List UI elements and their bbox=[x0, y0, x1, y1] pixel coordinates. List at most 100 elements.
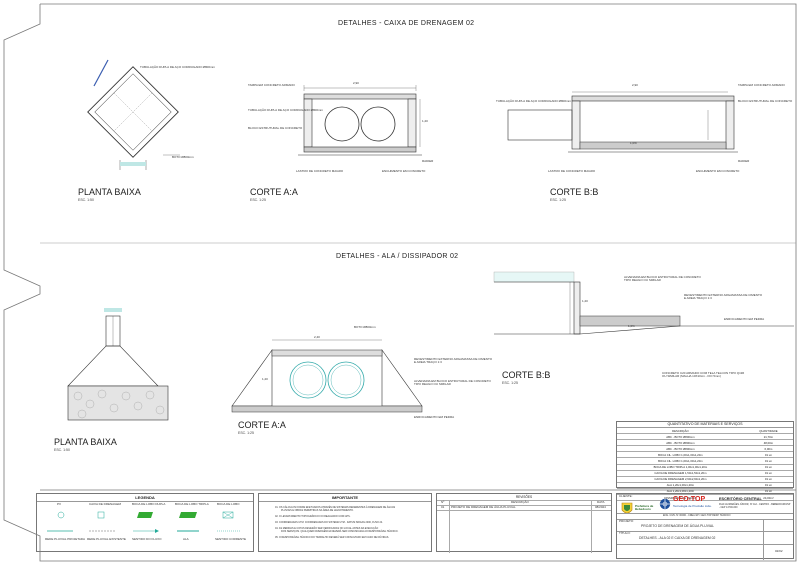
legend-label-rede-projetada: REDE PLUVIAL PROJETADA bbox=[45, 537, 86, 541]
quantity-desc: ALA 1,20x1,00x1,20m bbox=[617, 482, 744, 489]
quantities-title: QUANTITATIVO DE MATERIAIS E SERVIÇOS bbox=[617, 422, 793, 428]
corte-aa-bottom-label: CORTE A:A bbox=[238, 420, 286, 430]
corte-bb-bottom-slope: 1,0% bbox=[628, 324, 635, 328]
prefeitura-name: Prefeitura de Bebedouro bbox=[635, 504, 654, 512]
corte-bb-bottom-label: CORTE B:B bbox=[502, 370, 551, 380]
revisao-desc: PROJETO DE DRENAGEM DE ÁGUA PLUVIAL bbox=[451, 505, 516, 509]
planta-top-scale: ESC. 1:50 bbox=[78, 198, 94, 202]
quantity-value: 01 un bbox=[743, 464, 793, 471]
importante-title-rule bbox=[259, 501, 431, 502]
corte-aa-top-height: 1,20 bbox=[422, 119, 428, 123]
corte-bb-top-slope: 1,0% bbox=[630, 141, 637, 145]
revisoes-header-data: DATA bbox=[597, 500, 605, 504]
quantity-value: 01 un bbox=[743, 451, 793, 459]
quantities-table: QUANTITATIVO DE MATERIAIS E SERVIÇOS DES… bbox=[616, 421, 794, 502]
planta-bottom-scale: ESC. 1:50 bbox=[54, 448, 70, 452]
corte-bb-top-tub: TUBULAÇÃO DUPLA DE AÇO CORRUGADO Ø800mm bbox=[496, 99, 572, 103]
title-block-col-rule bbox=[763, 519, 764, 560]
titulo-label: TÍTULO: bbox=[619, 531, 631, 535]
quantities-header-row: DESCRIÇÃO QUANTIDADE bbox=[617, 428, 793, 435]
title-block-rule-1 bbox=[617, 513, 793, 514]
planta-top-boto-note: BOTO Ø800mm bbox=[172, 155, 194, 159]
legend-label-bl: BOCA DE LOBO bbox=[217, 502, 240, 506]
quantity-desc: BOCA CIL. LOBO 1,00x1,00x1,20m bbox=[617, 457, 744, 465]
quantity-desc: DISSIPADOR DE PEDRA bbox=[617, 494, 744, 502]
corte-aa-top-radier: RADIER bbox=[422, 159, 434, 163]
company-subtitle: Tecnologia de Precisão Ltda. bbox=[673, 504, 712, 508]
revisoes-title: REVISÕES bbox=[515, 495, 533, 499]
quantity-desc: CAIXA DE DRENAGEM 1,50x1,50x1,20m bbox=[617, 470, 744, 477]
importante-line: 05. O RESPONSÁVEL TÉCNICO DO TRABALHO DE… bbox=[275, 536, 389, 539]
quantity-value: 01 un bbox=[743, 457, 793, 465]
legend-label-bl-dupla: BOCA DE LOBO DUPLA bbox=[132, 502, 166, 506]
legend-title: LEGENDA bbox=[135, 495, 155, 500]
quantity-value: 01 un bbox=[743, 482, 793, 489]
quantity-desc: ALA 1,20x1,00x1,20m bbox=[617, 488, 744, 496]
quantity-desc: CAIXA DE DRENAGEM 2,90x2,90x1,20m bbox=[617, 476, 744, 483]
corte-bb-top-label: CORTE B:B bbox=[550, 187, 599, 197]
prefeitura-seal-icon bbox=[621, 502, 633, 514]
revisoes-col-rule-2 bbox=[591, 500, 592, 553]
engineer-info: ENG. CIVIL Nº 00000 - CREA-SP / GEO-TOP … bbox=[663, 514, 731, 517]
revisao-no: 01 bbox=[441, 505, 445, 509]
quantity-desc: ABC - BOTO Ø800mm bbox=[617, 439, 744, 447]
corte-aa-bottom-boto: BOTO Ø800mm bbox=[354, 325, 376, 329]
importante-line: 04. AS MEDIDAS E COTAS DEVERÃO SER VERIF… bbox=[275, 527, 379, 530]
company-name: GEO-TOP bbox=[673, 496, 706, 503]
corte-bb-top-scale: ESC. 1:25 bbox=[550, 198, 566, 202]
legend-title-rule bbox=[37, 501, 253, 502]
corte-aa-top-bloco: BLOCO ESTRUTURAL DE CONCRETO bbox=[248, 126, 303, 130]
legend-symbols-row1 bbox=[57, 511, 234, 519]
planta-top-note: TUBULAÇÃO DUPLA DE AÇO CORRUGADO Ø800mm bbox=[140, 65, 216, 69]
section-title-drainage-box: DETALHES - CAIXA DE DRENAGEM 02 bbox=[338, 20, 475, 27]
legend-label-corrente: SENTIDO CORRENTE bbox=[215, 537, 247, 541]
revisao-date: 08/2024 bbox=[595, 505, 606, 509]
title-block-rule-3 bbox=[617, 531, 793, 532]
corte-bb-bottom-alvenaria: ALVENARIA EM BLOCO ESTRUTURAL DE CONCRET… bbox=[624, 275, 701, 283]
revisoes-row-rule bbox=[437, 505, 611, 506]
quantities-header-qty: QUANTIDADE bbox=[743, 428, 793, 435]
corte-aa-top-tub: TUBULAÇÃO DUPLA DE AÇO CORRUGADO Ø800mm bbox=[248, 108, 324, 112]
quantity-value: 24,00m³ bbox=[743, 494, 793, 502]
corte-bb-top-radier: RADIER bbox=[738, 159, 750, 163]
quantity-value: 21,70m bbox=[743, 433, 793, 441]
corte-aa-top-enchimento: ENCHIMENTO EM CONCRETO bbox=[382, 169, 426, 173]
planta-bottom-drawing bbox=[67, 308, 169, 421]
quantity-desc: BOCA DE LOBO TRIPLA 1,00x1,00x1,20m bbox=[617, 464, 744, 471]
corte-bb-top-tampa: TAMPA EM CONCRETO ARMADO bbox=[738, 83, 785, 87]
importante-line: 02. O LEVANTAMENTO TOPOGRÁFICO FOI REALI… bbox=[275, 515, 351, 518]
revisoes-header-no: Nº bbox=[441, 500, 445, 504]
corte-aa-bottom-drawing bbox=[231, 339, 423, 413]
quantity-desc: ABC - BOTO Ø800mm bbox=[617, 445, 744, 453]
title-block-rule-4 bbox=[617, 544, 793, 545]
corte-aa-bottom-revest: REVESTIMENTO EXTERNO ARGAMASSA DE CIMENT… bbox=[414, 357, 493, 365]
importante-line: PLUVIAIS E OBRAS PERMITIDAS NA ÁREA DE L… bbox=[281, 509, 354, 512]
corte-bb-bottom-height: 1,20 bbox=[582, 299, 588, 303]
legend-panel: LEGENDA PV CAIXA DE DRENAGEM BOCA DE LOB… bbox=[36, 493, 254, 552]
planta-bottom-label: PLANTA BAIXA bbox=[54, 437, 117, 447]
corte-aa-top-drawing bbox=[298, 85, 422, 156]
legend-label-rede-existente: REDE PLUVIAL EXISTENTE bbox=[87, 537, 126, 541]
corte-bb-bottom-concreto: CONCRETO C20 ARMADO COM TELA TELCON TIPO… bbox=[662, 371, 745, 379]
titulo-value: DETALHES - ALA 02 E CAIXA DE DRENAGEM 02 bbox=[639, 536, 716, 540]
corte-bb-top-lastro: LASTRO DE CONCRETO MAGRO bbox=[548, 169, 596, 173]
corte-bb-top-bloco: BLOCO ESTRUTURAL DE CONCRETO bbox=[738, 99, 793, 103]
corte-aa-bottom-enroc: ENROCAMENTO EM PEDRA bbox=[414, 415, 455, 419]
legend-label-fluxo: SENTIDO DO FLUXO bbox=[132, 537, 162, 541]
corte-aa-top-scale: ESC. 1:25 bbox=[250, 198, 266, 202]
projeto-value: PROJETO DE DRENAGEM DE ÁGUA PLUVIAL bbox=[641, 524, 715, 528]
corte-aa-bottom-scale: ESC. 1:25 bbox=[238, 431, 254, 435]
section-title-ala-dissipador: DETALHES - ALA / DISSIPADOR 02 bbox=[336, 253, 459, 260]
quantity-desc: ABC - BOTO Ø800mm bbox=[617, 433, 744, 441]
corte-bb-top-width: 2,90 bbox=[632, 83, 638, 87]
